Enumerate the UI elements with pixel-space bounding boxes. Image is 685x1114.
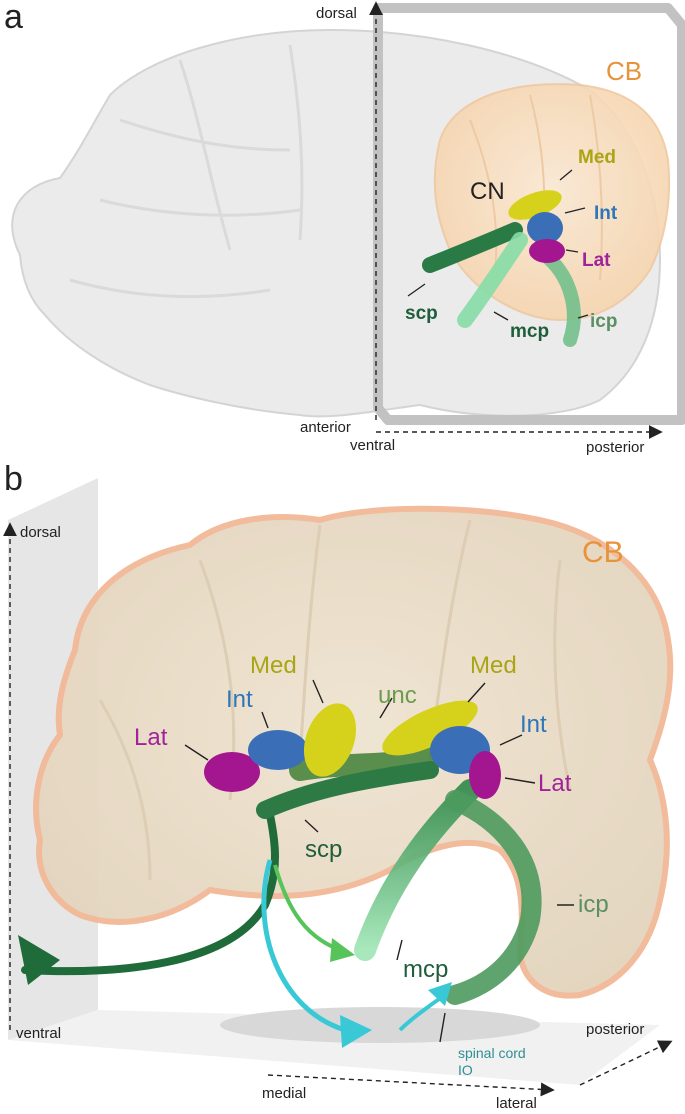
label-scp-b: scp — [305, 836, 343, 863]
icp-tract-b — [445, 790, 542, 1005]
lat-nucleus-a — [529, 239, 565, 263]
label-spinal-cord-b: spinal cord — [458, 1045, 526, 1061]
med-nucleus-left-b — [303, 703, 357, 777]
label-cb-a: CB — [606, 56, 643, 86]
panel-a — [11, 1, 685, 439]
label-int-a: Int — [594, 203, 618, 224]
med-nucleus-right-b — [382, 700, 478, 756]
label-med-left-b: Med — [250, 652, 297, 679]
axis-label-ventral-b: ventral — [16, 1025, 62, 1042]
cerebellum-b — [33, 505, 674, 999]
axis-label-dorsal-a: dorsal — [316, 5, 357, 22]
leader-lines-a — [407, 169, 589, 321]
afferent-head-right-b — [428, 982, 452, 1006]
efferent-arrow-b — [273, 864, 341, 952]
label-int-left-b: Int — [226, 686, 253, 713]
panel-letter-a: a — [4, 0, 23, 36]
brain-folds-a — [69, 44, 304, 299]
axis-label-anterior-a: anterior — [300, 419, 351, 436]
label-lat-right-b: Lat — [538, 770, 572, 797]
posterior-axis-b — [579, 1040, 673, 1086]
lat-nucleus-right-b — [469, 751, 501, 799]
label-lat-a: Lat — [582, 250, 611, 271]
box-frame-a — [373, 3, 685, 425]
med-nucleus-a — [508, 190, 562, 220]
axis-label-posterior-b: posterior — [586, 1021, 645, 1038]
lat-nucleus-left-b — [204, 752, 260, 792]
axis-label-dorsal-b: dorsal — [20, 524, 61, 541]
label-mcp-a: mcp — [510, 321, 550, 342]
leader-lines-b — [184, 679, 574, 1043]
scp-bundle-b — [256, 761, 439, 819]
int-nucleus-a — [527, 212, 563, 244]
scp-tract-a — [422, 222, 523, 273]
label-icp-b: icp — [578, 891, 609, 918]
mcp-tract-a — [457, 232, 528, 328]
label-lat-left-b: Lat — [134, 724, 168, 751]
label-icp-a: icp — [590, 311, 618, 332]
label-unc-b: unc — [378, 682, 417, 709]
scp-arrow-b — [18, 935, 60, 985]
afferent-arrow-left-b — [261, 859, 346, 1033]
axis-label-ventral-a: ventral — [350, 437, 396, 454]
label-cn-a: CN — [470, 178, 505, 205]
label-med-right-b: Med — [470, 652, 517, 679]
label-io-b: IO — [458, 1062, 473, 1078]
label-int-right-b: Int — [520, 711, 547, 738]
cerebellum-folds-b — [98, 519, 572, 881]
efferent-head-b — [330, 938, 355, 962]
afferent-head-left-b — [340, 1015, 372, 1048]
panel-letter-b: b — [4, 460, 23, 498]
scp-tract-b — [21, 811, 279, 976]
axis-label-medial-b: medial — [262, 1085, 307, 1102]
label-scp-a: scp — [405, 303, 438, 324]
label-med-a: Med — [578, 147, 616, 168]
panel-b — [2, 478, 674, 1097]
axis-label-lateral-b: lateral — [496, 1095, 537, 1112]
int-nucleus-left-b — [248, 730, 308, 770]
floor-shadow-b — [220, 1007, 540, 1043]
medial-lateral-axis-b — [267, 1074, 555, 1097]
axis-label-posterior-a: posterior — [586, 439, 645, 456]
label-cb-b: CB — [582, 536, 624, 569]
label-mcp-b: mcp — [403, 956, 449, 983]
